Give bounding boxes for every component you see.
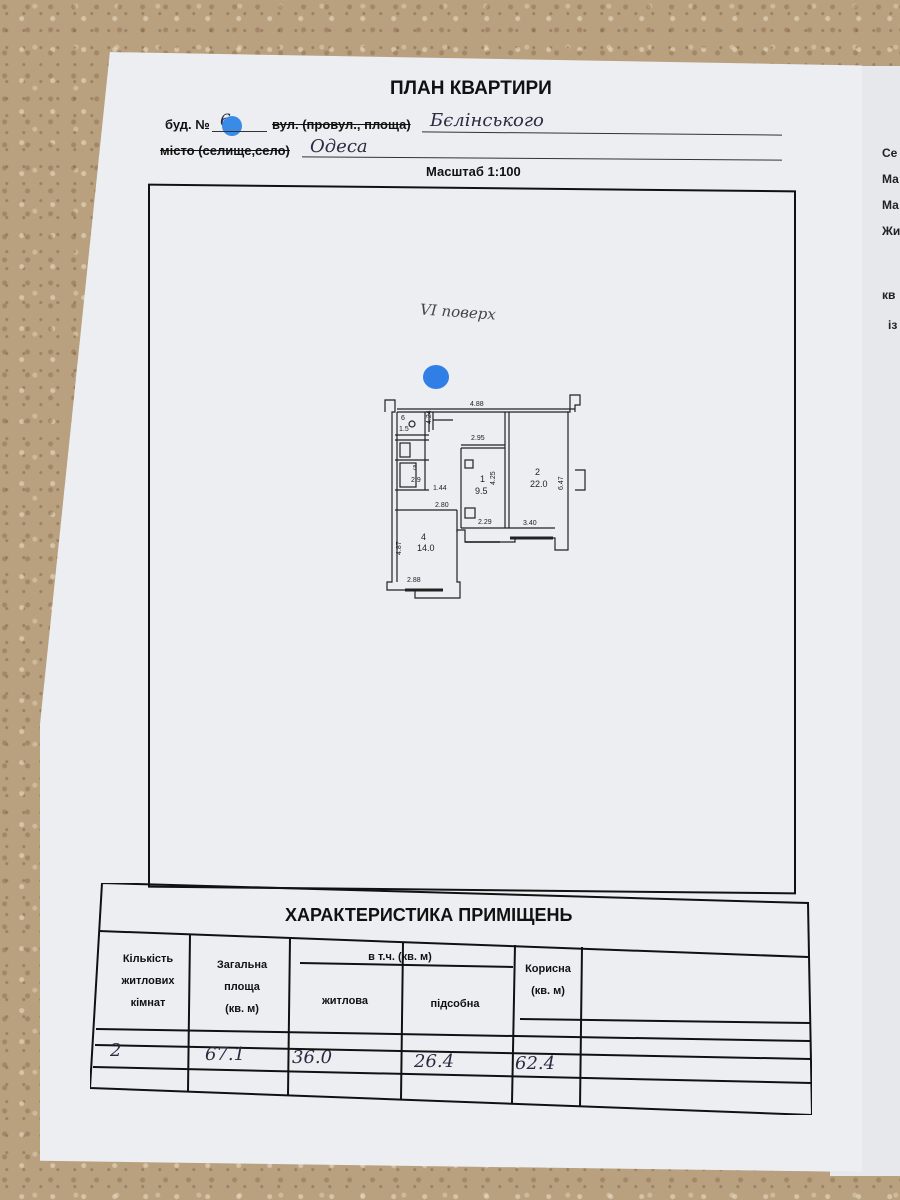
characteristics-table-grid xyxy=(90,883,812,1115)
room-number: 4 xyxy=(421,532,426,542)
value-auxiliary-area: 26.4 xyxy=(414,1051,455,1072)
col-header-auxiliary: підсобна xyxy=(430,998,480,1010)
dim-label: 4.87 xyxy=(396,541,403,555)
dim-label: 2.95 xyxy=(471,435,485,442)
dim-label: 6.47 xyxy=(558,476,565,490)
document-sheet xyxy=(40,52,862,1172)
dim-label: 2.88 xyxy=(407,577,421,584)
col-header-useful-area: Корисна (кв. м) xyxy=(525,963,571,997)
page-title: ПЛАН КВАРТИРИ xyxy=(390,78,552,99)
value-living-area: 36.0 xyxy=(292,1047,333,1068)
building-label: буд. № xyxy=(165,117,210,132)
col-header-rooms: Кількість житлових кімнат xyxy=(121,953,175,1009)
room-number: 5 xyxy=(413,465,417,472)
room-area: 9.5 xyxy=(475,486,488,496)
dim-label: 2.80 xyxy=(435,502,449,509)
dim-label: 4.88 xyxy=(470,401,484,408)
dim-label: 4.25 xyxy=(490,471,497,485)
side-text: Се xyxy=(882,146,898,160)
side-text: Жи xyxy=(882,224,900,238)
dim-label: 2.29 xyxy=(478,519,492,526)
room-number: 1 xyxy=(480,474,485,484)
value-rooms: 2 xyxy=(110,1040,122,1061)
redaction-mark xyxy=(222,116,242,136)
room-number: 2 xyxy=(535,467,540,477)
side-text: кв xyxy=(882,288,896,302)
value-useful-area: 62.4 xyxy=(515,1053,556,1074)
street-label: вул. (провул., площа) xyxy=(272,117,411,132)
room-number: 6 xyxy=(401,415,405,422)
room-area: 22.0 xyxy=(530,479,548,489)
col-header-living: житлова xyxy=(321,995,369,1007)
city-label: місто (селище,село) xyxy=(160,143,290,158)
redaction-mark xyxy=(423,365,449,389)
col-header-total-area: Загальна площа (кв. м) xyxy=(216,959,268,1015)
value-total-area: 67.1 xyxy=(205,1044,246,1065)
room-area: 1.5 xyxy=(399,426,409,433)
side-text: Ма xyxy=(882,172,899,186)
dim-label: 4.24 xyxy=(426,410,433,424)
room-area: 2.9 xyxy=(411,477,421,484)
street-name: Бєлінського xyxy=(430,110,544,131)
room-area: 14.0 xyxy=(417,543,435,553)
col-header-including: в т.ч. (кв. м) xyxy=(368,951,432,963)
dim-label: 1.44 xyxy=(433,485,447,492)
city-name: Одеса xyxy=(310,136,368,157)
characteristics-title: ХАРАКТЕРИСТИКА ПРИМІЩЕНЬ xyxy=(285,905,573,925)
side-text: із xyxy=(888,318,898,332)
scale-label: Масштаб 1:100 xyxy=(426,164,521,179)
side-text: Ма xyxy=(882,198,899,212)
dim-label: 3.40 xyxy=(523,520,537,527)
underline xyxy=(212,131,267,132)
apartment-floor-plan: 4.88 2.95 4.25 6.47 3.40 2.29 2.88 4.87 … xyxy=(384,394,586,599)
